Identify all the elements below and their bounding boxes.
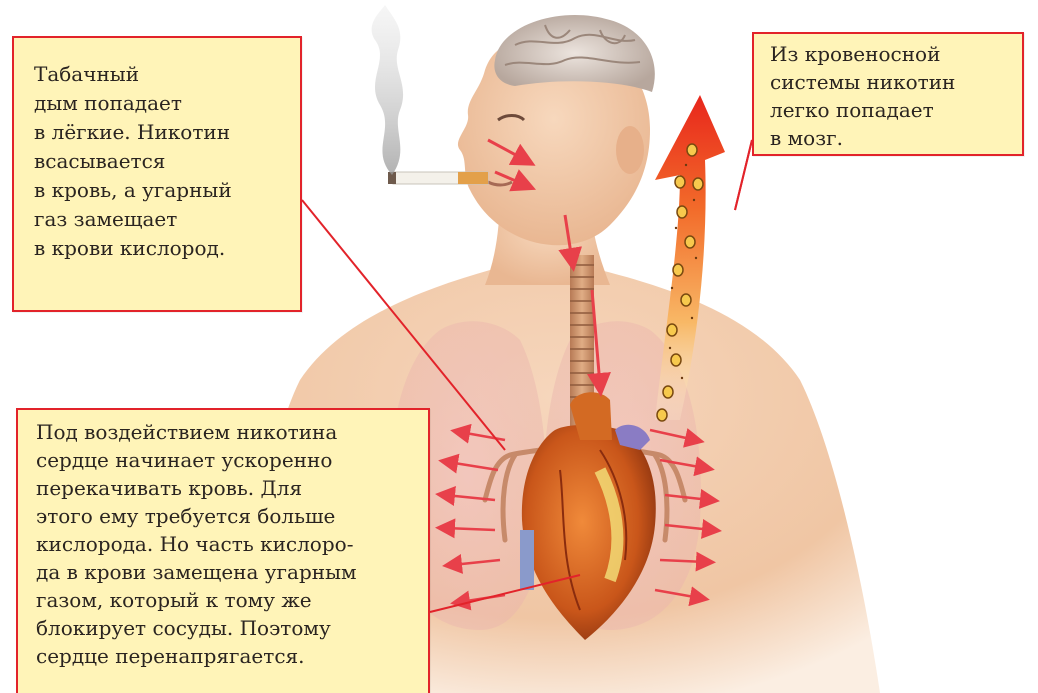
- callout-brain-line: системы никотин: [770, 68, 1022, 96]
- callout-smoke-line: в кровь, а угарный: [34, 176, 300, 205]
- callout-heart-line: блокирует сосуды. Поэтому: [36, 614, 428, 642]
- callout-nicotine-to-brain: Из кровеносной системы никотин легко поп…: [752, 32, 1024, 156]
- callout-heart-line: да в крови замещена угарным: [36, 558, 428, 586]
- brain: [494, 15, 654, 92]
- callout-brain-line: в мозг.: [770, 124, 1022, 152]
- callout-brain-line: Из кровеносной: [770, 40, 1022, 68]
- callout-smoke-line: в лёгкие. Никотин: [34, 118, 300, 147]
- ear: [616, 126, 644, 174]
- cigarette: [388, 172, 488, 184]
- callout-smoke-line: в крови кислород.: [34, 234, 300, 263]
- callout-smoke-line: Табачный: [34, 60, 300, 89]
- callout-smoke-line: газ замещает: [34, 205, 300, 234]
- callout-heart-line: кислорода. Но часть кислоро-: [36, 530, 428, 558]
- callout-heart-strain: Под воздействием никотина сердце начинае…: [16, 408, 430, 693]
- smoke: [372, 5, 403, 175]
- callout-smoke-inhalation: Табачный дым попадает в лёгкие. Никотин …: [12, 36, 302, 312]
- callout-heart-line: газом, который к тому же: [36, 586, 428, 614]
- callout-heart-line: этого ему требуется больше: [36, 502, 428, 530]
- callout-heart-line: сердце перенапрягается.: [36, 642, 428, 670]
- callout-smoke-line: всасывается: [34, 147, 300, 176]
- callout-heart-line: сердце начинает ускоренно: [36, 446, 428, 474]
- callout-smoke-line: дым попадает: [34, 89, 300, 118]
- callout-heart-line: Под воздействием никотина: [36, 418, 428, 446]
- callout-brain-line: легко попадает: [770, 96, 1022, 124]
- callout-heart-line: перекачивать кровь. Для: [36, 474, 428, 502]
